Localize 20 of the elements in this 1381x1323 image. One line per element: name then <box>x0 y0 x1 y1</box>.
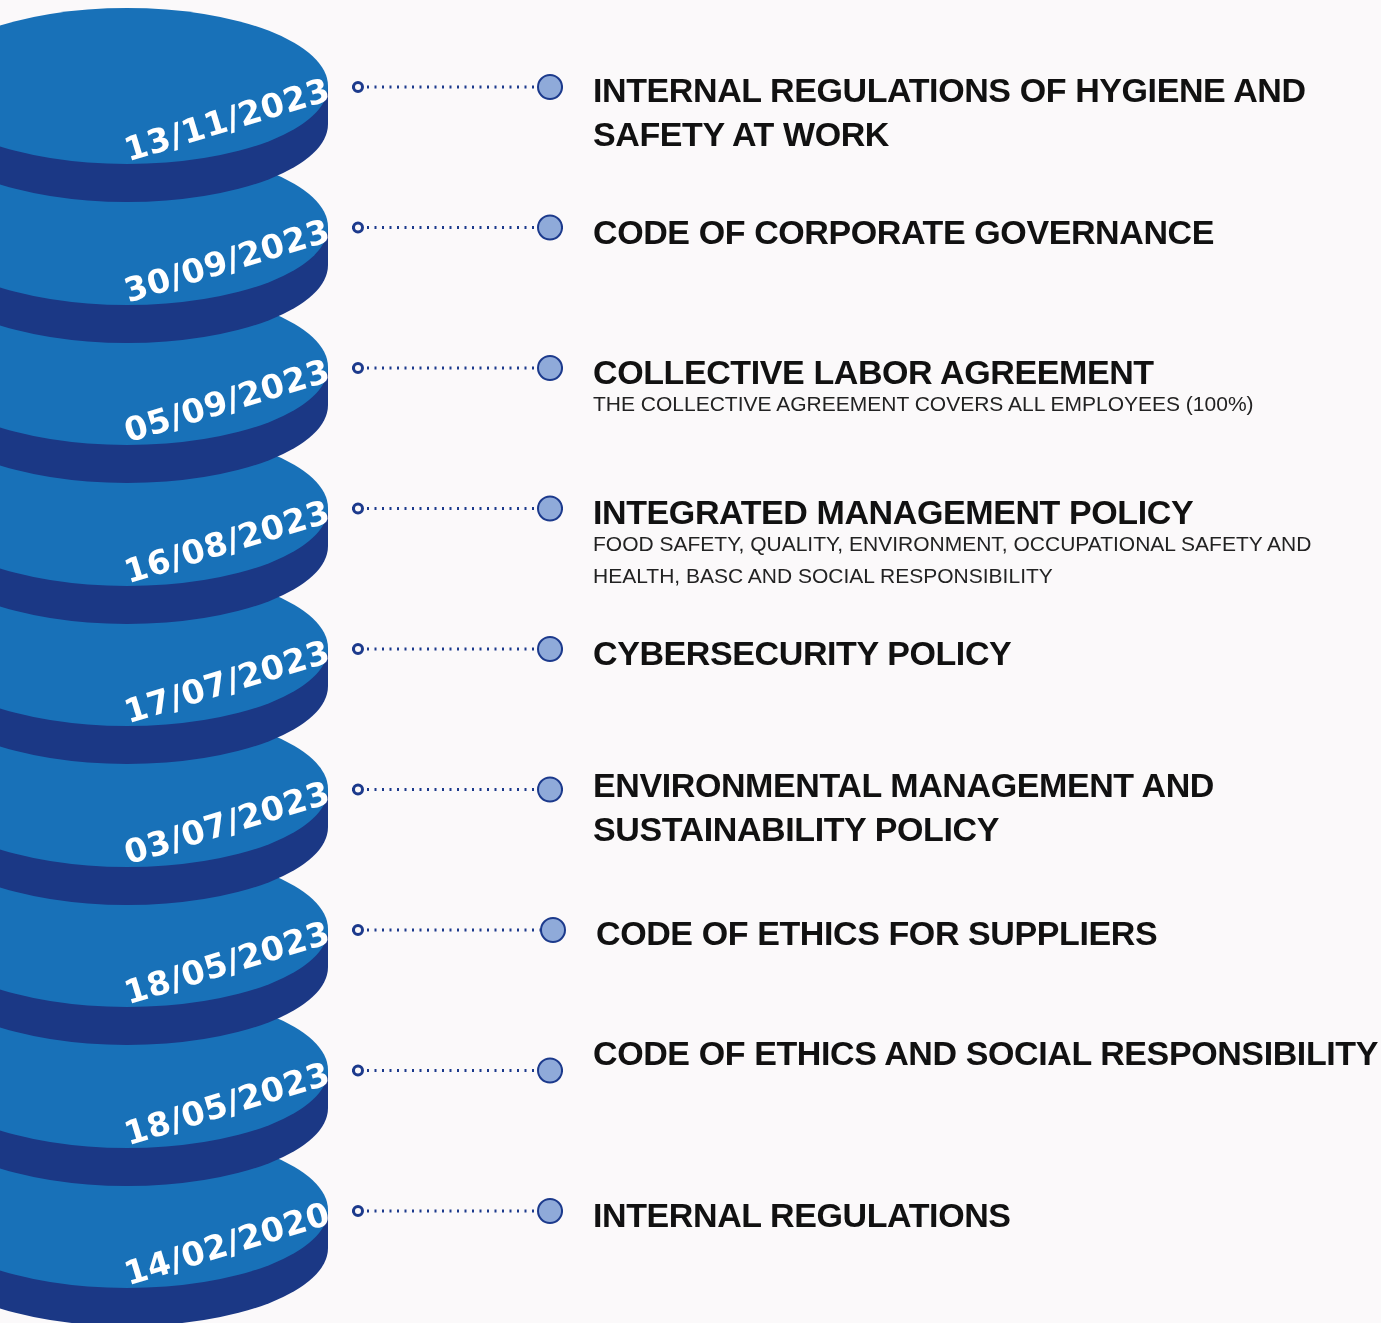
dotted-connector <box>352 636 563 662</box>
policy-title: COLLECTIVE LABOR AGREEMENT <box>593 352 1155 393</box>
policy-title: CODE OF ETHICS AND SOCIAL RESPONSIBILITY <box>593 1033 1379 1074</box>
dotted-connector <box>352 917 566 943</box>
dotted-connector <box>352 355 563 381</box>
dotted-connector <box>352 776 563 803</box>
policy-description: THE COLLECTIVE AGREEMENT COVERS ALL EMPLOYEES (100%) <box>593 391 1255 417</box>
dotted-connector <box>352 74 563 100</box>
policy-title: ENVIRONMENTAL MANAGEMENT AND SUSTAINABILITY POLICY <box>593 765 1215 850</box>
policy-title: INTERNAL REGULATIONS OF HYGIENE AND SAFETY AT WORK <box>593 70 1307 155</box>
dotted-connector <box>352 1057 563 1084</box>
dotted-connector <box>352 214 563 241</box>
dotted-connector <box>352 495 563 522</box>
dotted-connector <box>352 1198 563 1224</box>
policy-title: CYBERSECURITY POLICY <box>593 633 1013 674</box>
policy-title: CODE OF ETHICS FOR SUPPLIERS <box>596 913 1159 954</box>
policy-title: CODE OF CORPORATE GOVERNANCE <box>593 212 1215 253</box>
policy-title: INTERNAL REGULATIONS <box>593 1195 1012 1236</box>
policy-title: INTEGRATED MANAGEMENT POLICY <box>593 492 1195 533</box>
policy-description: FOOD SAFETY, QUALITY, ENVIRONMENT, OCCUPATIONAL SAFETY AND HEALTH, BASC AND SOCIAL RESPONSIBILITY <box>593 531 1313 589</box>
